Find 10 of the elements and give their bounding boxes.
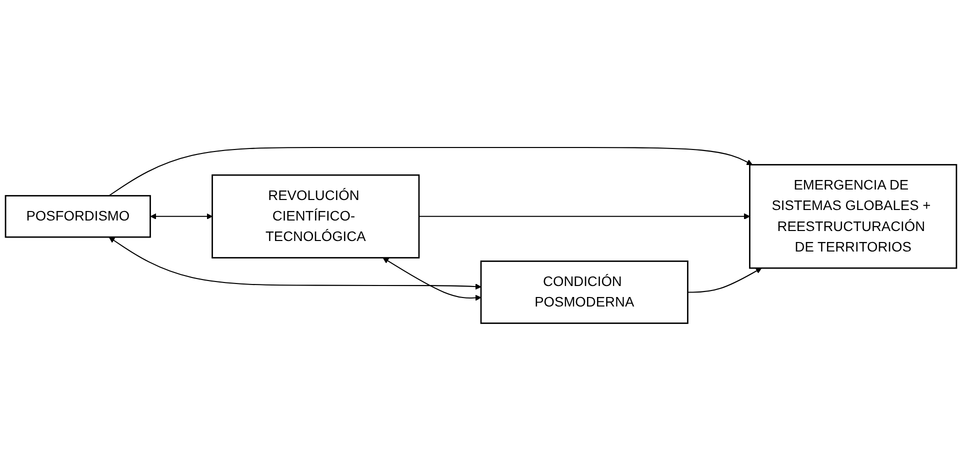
arrow <box>150 214 213 220</box>
node-box: CONDICIÓN POSMODERNA <box>480 260 688 324</box>
node-box: POSFORDISMO <box>4 195 151 238</box>
arrow <box>688 268 762 293</box>
node-box: REVOLUCIÓN CIENTÍFICO- TECNOLÓGICA <box>212 174 420 259</box>
arrow <box>419 214 750 220</box>
arrow <box>108 147 753 196</box>
node-box: EMERGENCIA DE SISTEMAS GLOBALES + REESTRUCTURACIÓN DE TERRITORIOS <box>749 164 958 269</box>
arrow <box>108 237 482 290</box>
arrow <box>382 258 482 301</box>
